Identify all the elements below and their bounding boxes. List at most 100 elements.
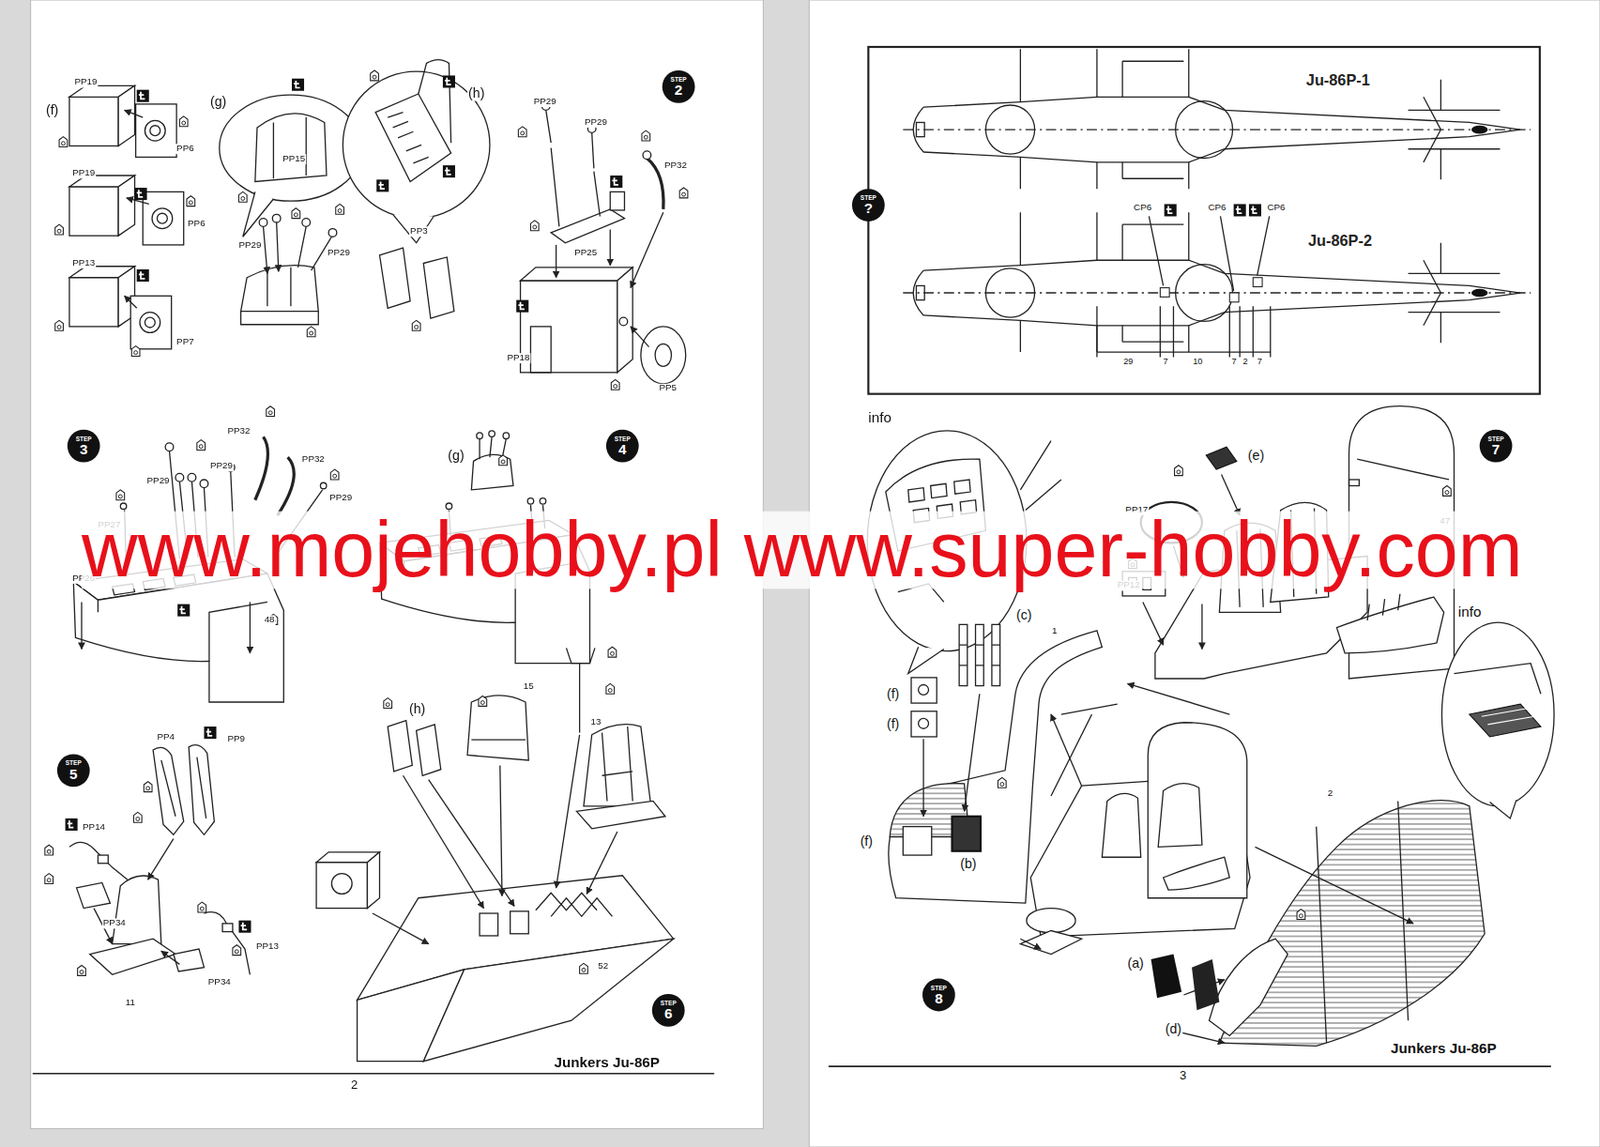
step-6-floor	[586, 831, 618, 894]
paint-marker	[238, 191, 247, 202]
variant-plan-view	[1229, 292, 1239, 303]
callout-letter: (h)	[467, 86, 486, 102]
photo-etch-marker	[291, 78, 305, 92]
dimension: 7	[1256, 357, 1264, 367]
step-6-floor	[565, 647, 595, 663]
throttle-detail	[219, 94, 363, 325]
step-5-seat	[161, 757, 207, 819]
step-number: 8	[934, 990, 943, 1006]
part-label: PP18	[505, 352, 531, 364]
part-label: PP9	[226, 734, 246, 746]
step-2-parts	[555, 244, 557, 278]
step-3-console	[73, 573, 284, 702]
step-6-floor	[423, 938, 673, 1061]
pedal-detail	[342, 71, 490, 219]
step-2-parts	[520, 102, 686, 384]
part-label: PP29	[533, 96, 558, 107]
variant-plan-view	[902, 48, 1531, 189]
paint-marker	[530, 220, 539, 231]
step-8-fuselage	[964, 693, 980, 811]
paint-marker	[291, 208, 301, 219]
callout-letter: (d)	[1164, 1021, 1183, 1037]
photo-etch-marker	[442, 165, 456, 178]
info-bubble	[1490, 799, 1517, 819]
variant-plan-view	[1097, 305, 1271, 357]
part-label: PP13	[71, 258, 96, 269]
step-8-fuselage	[918, 717, 930, 729]
step-8-fuselage	[1191, 959, 1220, 1010]
step-6-floor	[471, 739, 526, 741]
variant-title: Ju-86P-1	[1304, 71, 1372, 89]
paint-marker	[997, 777, 1006, 788]
step-2-parts	[630, 326, 650, 348]
instrument-box	[69, 186, 119, 236]
step-2-parts	[520, 267, 634, 281]
page-sheet	[828, 1065, 1552, 1067]
instrument-box	[142, 191, 183, 245]
step-8-fuselage	[1209, 938, 1289, 1036]
photo-etch-marker	[609, 175, 623, 188]
photo-etch-marker	[238, 920, 251, 933]
info-bubble	[1481, 708, 1536, 725]
dimension: 2	[1241, 357, 1249, 367]
part-label: PP3	[409, 226, 429, 237]
step-marker: STEP5	[57, 753, 91, 787]
step-number: 4	[618, 441, 626, 457]
part-label: PP6	[186, 219, 207, 230]
paint-marker	[478, 695, 488, 706]
step-8-fuselage	[922, 738, 924, 817]
variant-plan-view	[1148, 215, 1269, 290]
throttle-detail	[272, 213, 281, 223]
part-label: 52	[596, 960, 610, 972]
callout-letter: (h)	[408, 701, 427, 717]
step-8-fuselage	[902, 826, 931, 855]
photo-etch-marker	[516, 300, 529, 313]
part-label: PP5	[657, 383, 678, 395]
step-5-seat	[69, 841, 128, 880]
step-2-parts	[550, 209, 625, 244]
footer-title: Junkers Ju-86P	[552, 1054, 661, 1071]
part-label: PP4	[155, 732, 176, 744]
step-6-floor	[467, 695, 529, 761]
paint-marker	[186, 196, 196, 207]
paint-marker	[1174, 465, 1184, 476]
paint-marker	[1296, 909, 1306, 920]
step-4-console	[445, 502, 453, 510]
throttle-detail	[328, 228, 337, 238]
step-6-floor	[387, 720, 412, 772]
step-6-floor	[479, 913, 499, 936]
photo-etch-marker	[137, 269, 150, 282]
paint-marker	[131, 346, 140, 357]
step-3-console	[255, 436, 269, 500]
step-6-floor	[316, 862, 367, 909]
part-label: CP6	[1206, 202, 1227, 214]
info-label: info	[867, 410, 893, 427]
instrument-box	[130, 295, 171, 350]
step-4-console	[539, 498, 547, 505]
paint-marker	[266, 406, 275, 417]
step-6-floor	[366, 852, 380, 909]
paint-marker	[55, 320, 64, 331]
step-8-fuselage	[1151, 954, 1183, 999]
callout-letter: (f)	[859, 834, 875, 850]
step-4-console	[478, 438, 480, 459]
photo-etch-marker	[1164, 203, 1177, 216]
part-label: PP15	[281, 153, 306, 165]
step-3-console	[249, 601, 251, 653]
paint-marker	[641, 130, 651, 141]
info-bubble	[1454, 663, 1541, 695]
throttle-detail	[219, 94, 363, 201]
step-6-floor	[316, 647, 674, 1061]
instrument-box	[139, 312, 161, 334]
page-number: 2	[350, 1078, 359, 1092]
paint-marker	[383, 698, 393, 709]
step-marker: STEP7	[1479, 429, 1513, 463]
part-label: PP32	[226, 426, 251, 437]
throttle-detail	[273, 117, 306, 179]
step-number: 5	[69, 765, 77, 780]
photo-etch-marker	[65, 818, 78, 831]
part-label: PP29	[209, 460, 234, 472]
step-8-fuselage	[1163, 856, 1231, 890]
page-number: 3	[1178, 1068, 1188, 1082]
step-8-fuselage	[1158, 783, 1203, 848]
